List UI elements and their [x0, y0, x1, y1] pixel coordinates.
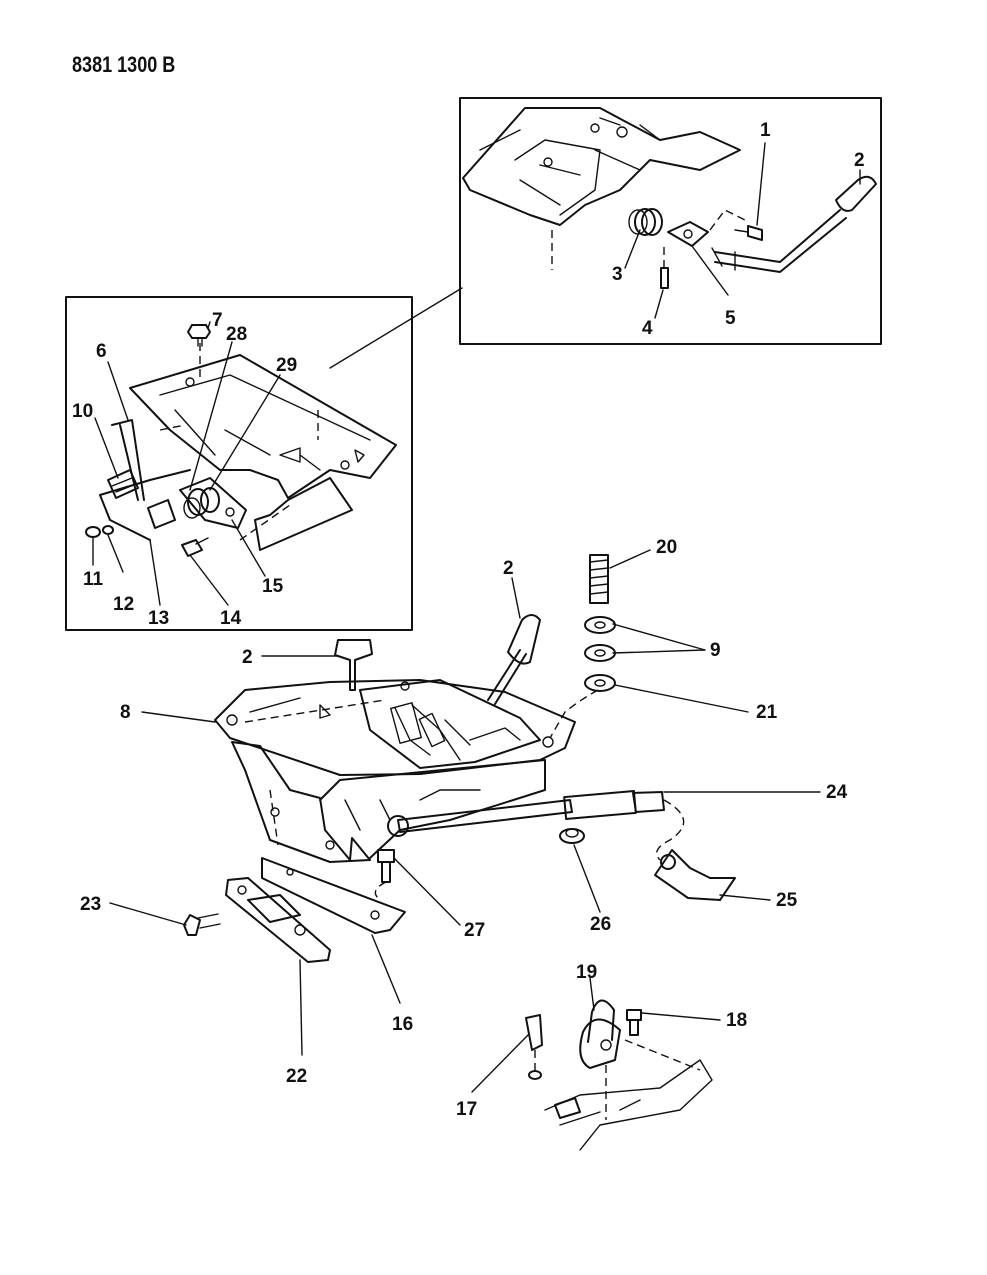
plate-part-5 [667, 221, 709, 247]
callout-7: 7 [212, 310, 223, 331]
bolt-part-14 [181, 537, 209, 557]
inset-top-right-frame [459, 97, 882, 345]
callout-leaders [92, 142, 861, 1093]
callout-14: 14 [220, 608, 242, 629]
callout-8: 8 [120, 702, 131, 723]
washer-part-12 [102, 525, 114, 535]
callout-25: 25 [776, 890, 798, 911]
callout-26: 26 [590, 914, 611, 935]
lower-frame [231, 741, 371, 863]
callout-labels: 1 2 3 4 5 6 7 8 9 10 11 12 13 14 15 16 1… [72, 120, 865, 1120]
callout-29: 29 [276, 355, 297, 376]
callout-24: 24 [826, 782, 848, 803]
drawing-number: 8381 1300 B [72, 52, 176, 77]
handle-part-2-main [334, 639, 373, 691]
spring-part-28 [183, 488, 209, 519]
bolt-part-23 [183, 913, 221, 936]
inset-left-bracket [129, 354, 397, 499]
inset-bracket [462, 107, 741, 226]
main-assembly [183, 554, 736, 963]
seat-pan-part-8 [214, 679, 576, 776]
loop-part-19 [579, 999, 621, 1069]
callout-15: 15 [262, 576, 284, 597]
callout-4: 4 [642, 318, 653, 339]
anchor-assembly [525, 999, 713, 1151]
callout-9: 9 [710, 640, 721, 661]
bracket-part-25 [654, 849, 736, 901]
callout-6: 6 [96, 341, 107, 362]
connector-line [329, 287, 463, 369]
callout-17: 17 [456, 1099, 477, 1120]
callout-19: 19 [576, 962, 597, 983]
stud-part-20 [589, 554, 609, 604]
bolt-part-7 [187, 324, 211, 347]
inset-left-frame [65, 296, 413, 631]
floor-pan [544, 1059, 713, 1151]
hinge-part-22 [225, 877, 331, 963]
callout-10: 10 [72, 401, 93, 422]
callout-12: 12 [113, 594, 134, 615]
callout-27: 27 [464, 920, 485, 941]
bolt-part-18 [626, 1009, 642, 1036]
mechanism [359, 679, 541, 769]
callout-2-handle: 2 [242, 647, 253, 668]
plate-part-16 [261, 857, 406, 934]
callout-5: 5 [725, 308, 736, 329]
callout-18: 18 [726, 1010, 747, 1031]
rod-part-6 [111, 419, 145, 501]
callout-22: 22 [286, 1066, 307, 1087]
rod-part-13 [99, 469, 191, 541]
callout-28: 28 [226, 324, 247, 345]
plug-part-17 [525, 1014, 543, 1080]
strut-part-24 [387, 789, 665, 837]
plate-part-15 [179, 477, 247, 529]
callout-16: 16 [392, 1014, 413, 1035]
callout-20: 20 [656, 537, 677, 558]
callout-2-lever: 2 [503, 558, 514, 579]
clip-part-13 [147, 499, 176, 529]
lever-part-2-main [487, 614, 541, 705]
bolt-part-27 [377, 849, 395, 883]
spring-part-3 [628, 208, 663, 236]
callout-3: 3 [612, 264, 623, 285]
washer-part-21 [584, 674, 616, 692]
callout-23: 23 [80, 894, 101, 915]
washer-part-9-top [584, 616, 616, 634]
spring-part-29 [200, 487, 220, 513]
pin-part-4 [660, 245, 669, 289]
nut-part-26 [559, 828, 585, 844]
callout-21: 21 [756, 702, 778, 723]
washer-part-9-bottom [584, 644, 616, 662]
callout-11: 11 [83, 569, 104, 590]
callout-1: 1 [760, 120, 771, 141]
screw-part-1 [734, 225, 763, 241]
inset-top-right [459, 97, 882, 345]
callout-13: 13 [148, 608, 169, 629]
washer-part-11 [85, 526, 101, 538]
lever-part-2-inset [711, 175, 877, 273]
inset-left [65, 296, 413, 631]
callout-2-inset: 2 [854, 150, 865, 171]
